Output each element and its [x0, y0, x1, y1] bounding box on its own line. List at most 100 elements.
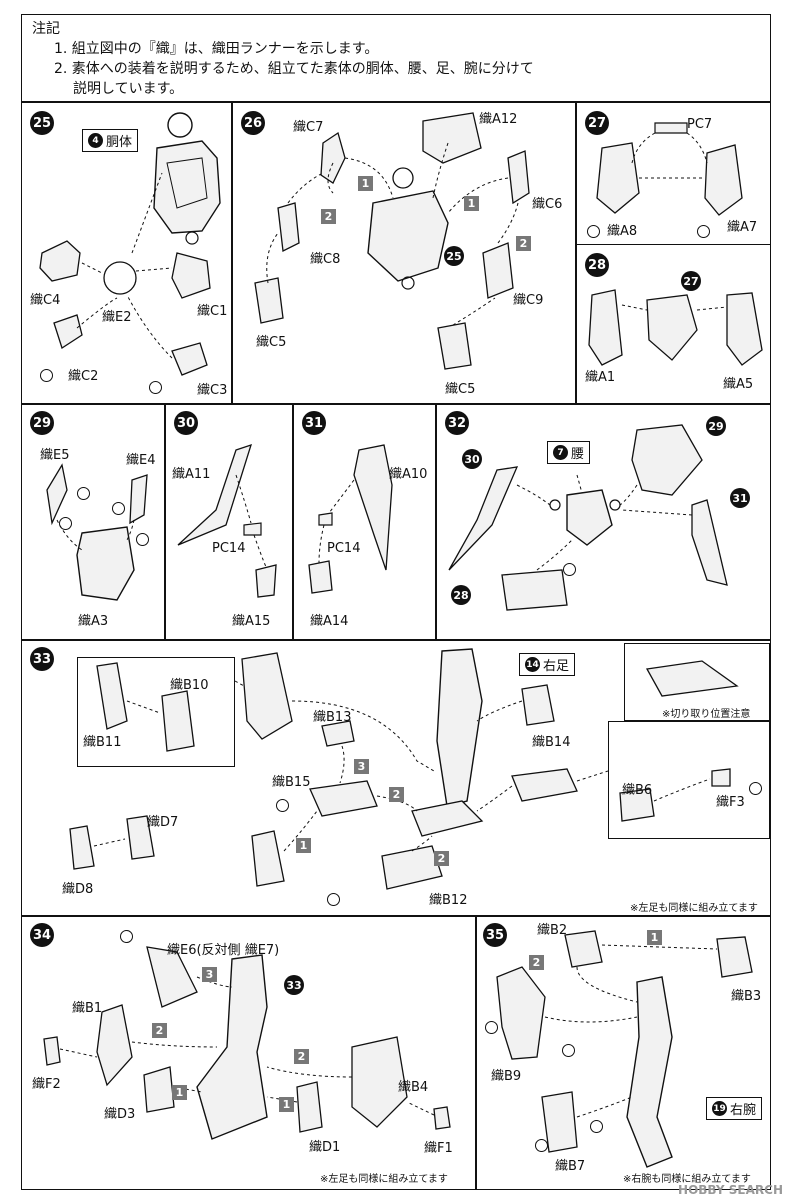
step-26-parts-drawing [254, 112, 530, 370]
part-label: 織C3 [197, 383, 228, 398]
part-label: 織B10 [170, 678, 209, 693]
step-32-panel: 32 7 腰 30 29 31 28 [436, 404, 771, 640]
notes-heading: 注記 [32, 21, 60, 37]
notes-box: 注記 1. 組立図中の『織』は、織田ランナーを示します。 2. 素体への装着を説… [21, 14, 771, 102]
torso-label-box: 4 胴体 [82, 129, 139, 152]
part-label: 織B14 [532, 735, 571, 750]
part-label: 織B2 [537, 923, 568, 938]
notes-line-1: 1. 組立図中の『織』は、織田ランナーを示します。 [54, 41, 379, 57]
step-marker: 2 [529, 955, 544, 970]
step-marker: 2 [389, 787, 404, 802]
step-34-parts-drawing [43, 946, 451, 1140]
part-label: 織B4 [398, 1080, 429, 1095]
part-label: 織A7 [727, 220, 758, 235]
step-number: 27 [585, 111, 609, 135]
watermark: HOBBY SEARCH [678, 1183, 783, 1197]
gate-mark-icon [112, 502, 125, 515]
part-label: 織B6 [622, 783, 653, 798]
step-number: 26 [241, 111, 265, 135]
step-marker: 2 [321, 209, 336, 224]
part-label: 織D8 [62, 882, 94, 897]
part-label: 織E4 [126, 453, 156, 468]
part-label: 織D7 [147, 815, 179, 830]
step-marker: 1 [647, 930, 662, 945]
cut-position-note: ※切り取り位置注意 [662, 709, 751, 720]
step-32-parts-drawing [448, 424, 728, 611]
part-label: 織C7 [293, 120, 324, 135]
reference-number: 28 [451, 585, 471, 605]
reference-number: 33 [284, 975, 304, 995]
part-label: PC7 [687, 117, 713, 132]
right-arm-label-number: 19 [712, 1101, 727, 1116]
gate-mark-icon [562, 1044, 575, 1057]
step-27-parts-drawing [596, 122, 743, 216]
step-marker: 2 [152, 1023, 167, 1038]
step-31-parts-drawing [308, 444, 393, 594]
step-29-panel: 29 織E5 織E4 織A3 [21, 404, 165, 640]
part-label: 織F1 [424, 1141, 453, 1156]
step-marker: 2 [516, 236, 531, 251]
reference-number: 25 [444, 246, 464, 266]
part-label: 織C1 [197, 304, 228, 319]
part-label: 織D1 [309, 1140, 341, 1155]
part-label: PC14 [212, 541, 246, 556]
notes-line-3: 説明しています。 [73, 81, 184, 97]
step-marker: 2 [294, 1049, 309, 1064]
gate-mark-icon [136, 533, 149, 546]
right-arm-label-box: 19 右腕 [706, 1097, 763, 1120]
cut-note-box [624, 643, 770, 721]
step-33-panel: 33 14 右足 3 2 1 2 織B10 [21, 640, 771, 916]
subassembly-box [608, 721, 770, 839]
gate-mark-icon [587, 225, 600, 238]
step-28-parts-drawing [588, 289, 763, 366]
step-marker: 3 [202, 967, 217, 982]
part-label: 織B9 [491, 1069, 522, 1084]
part-label: 織B11 [83, 735, 122, 750]
reference-number: 31 [730, 488, 750, 508]
step-number: 25 [30, 111, 54, 135]
step-28-panel: 28 27 織A1 織A5 [576, 244, 771, 404]
right-leg-label-text: 右足 [543, 659, 570, 674]
part-label: 織D3 [104, 1107, 136, 1122]
reference-number: 27 [681, 271, 701, 291]
reference-number: 29 [706, 416, 726, 436]
gate-mark-icon [120, 930, 133, 943]
notes-line-2: 2. 素体への装着を説明するため、組立てた素体の胴体、腰、足、腕に分けて [54, 61, 534, 77]
part-label: 織B13 [313, 710, 352, 725]
part-label: 織F2 [32, 1077, 61, 1092]
waist-label-number: 7 [553, 445, 568, 460]
part-label: 織F3 [716, 795, 745, 810]
step-marker: 3 [354, 759, 369, 774]
part-label: PC14 [327, 541, 361, 556]
gate-mark-icon [590, 1120, 603, 1133]
part-label: 織E5 [40, 448, 70, 463]
gate-mark-icon [749, 782, 762, 795]
torso-part-drawing [153, 112, 221, 245]
step-number: 34 [30, 923, 54, 947]
step-29-parts-drawing [46, 463, 148, 601]
step-26-panel: 26 25 1 2 1 2 織C7 織A12 織C6 織C8 織C9 織C5 織… [232, 102, 576, 404]
gate-mark-icon [535, 1139, 548, 1152]
part-label: 織B15 [272, 775, 311, 790]
gate-mark-icon [149, 381, 162, 394]
part-label: 織E2 [102, 310, 132, 325]
gate-mark-icon [485, 1021, 498, 1034]
step-35-panel: 35 1 2 19 右腕 織B2 織B3 織B9 織B7 ※右腕も同様に組み立て… [476, 916, 771, 1190]
step-marker: 1 [358, 176, 373, 191]
step-34-panel: 34 33 3 2 2 1 1 織E6(反対側 織E7) 織B1 織F2 織D3… [21, 916, 476, 1190]
step-marker: 1 [172, 1085, 187, 1100]
part-label: 織B12 [429, 893, 468, 908]
waist-label-text: 腰 [571, 447, 585, 462]
waist-label-box: 7 腰 [547, 441, 591, 464]
subassembly-box [77, 657, 235, 767]
right-arm-label-text: 右腕 [730, 1103, 757, 1118]
part-label: 織C6 [532, 197, 563, 212]
part-label: 織C8 [310, 252, 341, 267]
gate-mark-icon [77, 487, 90, 500]
part-label: 織A5 [723, 377, 754, 392]
step-25-parts-drawing [39, 172, 211, 376]
part-label: 織A14 [310, 614, 349, 629]
step-number: 32 [445, 411, 469, 435]
right-leg-label-box: 14 右足 [519, 653, 576, 676]
gate-mark-icon [697, 225, 710, 238]
